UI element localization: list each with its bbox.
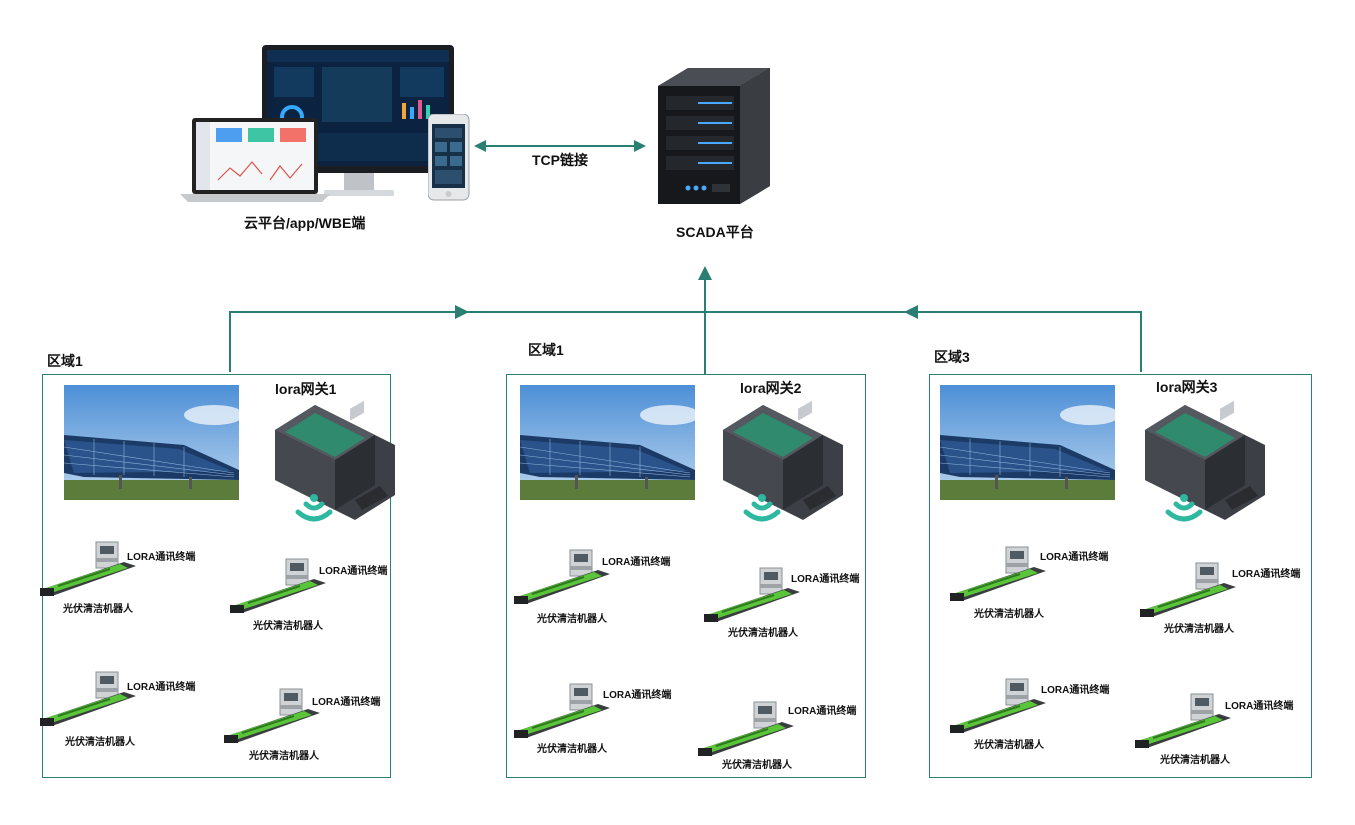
region-3-robot-1-label: 光伏清洁机器人 (974, 609, 1044, 620)
phone-image (427, 113, 470, 207)
region-1-robot-4-image (222, 707, 322, 752)
region-2-robot-3-label: 光伏清洁机器人 (537, 744, 607, 755)
riser-arrow (698, 266, 712, 280)
region-2-gateway-image (718, 400, 843, 535)
region-3-robot-3-label: 光伏清洁机器人 (974, 740, 1044, 751)
tcp-link-label: TCP链接 (532, 152, 588, 168)
region-1-robot-3-image (38, 690, 138, 735)
bus-arrow-right (904, 305, 918, 319)
region-3-robot-1-image (948, 565, 1048, 610)
region-2-terminal-1-label: LORA通讯终端 (602, 557, 671, 568)
scada-label: SCADA平台 (676, 224, 754, 240)
region-1-robot-1-label: 光伏清洁机器人 (63, 604, 133, 615)
region-1-robot-2-image (228, 577, 328, 622)
region-3-terminal-4-icon (1187, 690, 1219, 729)
region-2-terminal-4-icon (750, 698, 782, 737)
region-3-gateway-label: lora网关3 (1156, 379, 1218, 395)
laptop-image (180, 118, 330, 209)
region-2-solar-photo (520, 385, 695, 500)
region-1-terminal-3-icon (92, 668, 124, 707)
region-2-terminal-1-icon (566, 546, 598, 585)
region-2-robot-4-image (696, 720, 796, 765)
region-3-terminal-1-label: LORA通讯终端 (1040, 552, 1109, 563)
scada-server-image (648, 66, 774, 211)
region-3-terminal-4-label: LORA通讯终端 (1225, 701, 1294, 712)
region-2-robot-2-image (702, 586, 802, 631)
region-3-gateway-image (1140, 400, 1265, 535)
region-1-robot-3-label: 光伏清洁机器人 (65, 737, 135, 748)
region-1-terminal-4-icon (276, 685, 308, 724)
bus-arrow-left (455, 305, 469, 319)
region-2-box (506, 374, 866, 778)
region-2-gateway-label: lora网关2 (740, 380, 802, 396)
region-3-box (929, 374, 1312, 778)
region-1-box (42, 374, 391, 778)
region-3-title: 区域3 (934, 349, 970, 365)
region-2-terminal-4-label: LORA通讯终端 (788, 706, 857, 717)
region-2-terminal-2-icon (756, 564, 788, 603)
region-1-terminal-1-icon (92, 538, 124, 577)
bus-line (229, 311, 1142, 372)
region-3-terminal-3-label: LORA通讯终端 (1041, 685, 1110, 696)
region-2-title: 区域1 (528, 342, 564, 358)
region-2-terminal-2-label: LORA通讯终端 (791, 574, 860, 585)
region-1-title: 区域1 (47, 353, 83, 369)
region-1-solar-photo (64, 385, 239, 500)
region-1-gateway-label: lora网关1 (275, 381, 337, 397)
region-1-robot-4-label: 光伏清洁机器人 (249, 751, 319, 762)
region-1-terminal-1-label: LORA通讯终端 (127, 552, 196, 563)
region-1-robot-2-label: 光伏清洁机器人 (253, 621, 323, 632)
region-2-terminal-3-label: LORA通讯终端 (603, 690, 672, 701)
region-3-robot-4-label: 光伏清洁机器人 (1160, 755, 1230, 766)
region-3-robot-2-image (1138, 581, 1238, 626)
cloud-label: 云平台/app/WBE端 (244, 215, 366, 231)
region-2-robot-1-image (512, 568, 612, 613)
region-1-gateway-image (270, 400, 395, 535)
region-3-solar-photo (940, 385, 1115, 500)
region-2-robot-4-label: 光伏清洁机器人 (722, 760, 792, 771)
region-1-terminal-3-label: LORA通讯终端 (127, 682, 196, 693)
region-2-robot-2-label: 光伏清洁机器人 (728, 628, 798, 639)
region-3-robot-4-image (1133, 712, 1233, 757)
region-3-terminal-2-label: LORA通讯终端 (1232, 569, 1301, 580)
region-3-robot-2-label: 光伏清洁机器人 (1164, 624, 1234, 635)
region-1-terminal-4-label: LORA通讯终端 (312, 697, 381, 708)
region-2-robot-3-image (512, 702, 612, 747)
region-1-terminal-2-label: LORA通讯终端 (319, 566, 388, 577)
region-2-robot-1-label: 光伏清洁机器人 (537, 614, 607, 625)
region-3-robot-3-image (948, 697, 1048, 742)
region-1-robot-1-image (38, 560, 138, 605)
